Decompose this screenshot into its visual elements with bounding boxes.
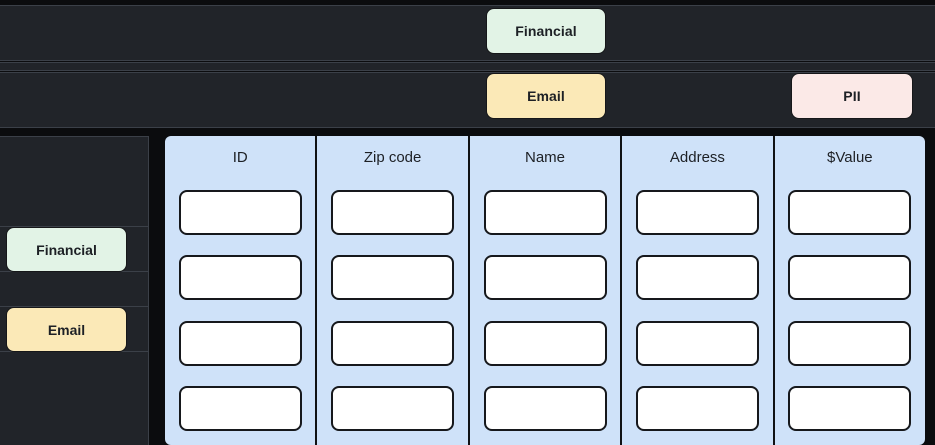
tag-chip-label: Email xyxy=(527,88,565,104)
table-cell[interactable] xyxy=(331,320,455,366)
column-cells xyxy=(622,180,772,445)
column-cells xyxy=(470,180,620,445)
table-cell[interactable] xyxy=(178,255,302,301)
table-cell[interactable] xyxy=(788,255,912,301)
table-cell[interactable] xyxy=(788,190,912,236)
table-cell[interactable] xyxy=(635,320,759,366)
column-header: Name xyxy=(525,149,566,166)
sidebar: Financial Email xyxy=(0,136,149,445)
table-column-name: Name xyxy=(469,136,623,445)
table-cell[interactable] xyxy=(331,385,455,431)
tag-chip-label: Financial xyxy=(515,23,577,39)
top-bar-separator xyxy=(0,62,935,71)
column-cells xyxy=(165,180,315,445)
table-cell[interactable] xyxy=(635,385,759,431)
table-cell[interactable] xyxy=(635,190,759,236)
table-column-zip-code: Zip code xyxy=(317,136,470,445)
table-column-id: ID xyxy=(165,136,318,445)
top-bar-row-2 xyxy=(0,72,935,128)
table-cell[interactable] xyxy=(788,320,912,366)
tag-chip-pii-top[interactable]: PII xyxy=(791,73,913,119)
sidebar-item-financial[interactable]: Financial xyxy=(6,227,127,272)
column-header: ID xyxy=(232,149,248,166)
tag-chip-label: PII xyxy=(843,88,861,104)
table-cell[interactable] xyxy=(178,385,302,431)
data-table: ID Zip code Name xyxy=(165,136,925,445)
column-header: Zip code xyxy=(363,149,422,166)
table-column-value: $Value xyxy=(774,136,925,445)
sidebar-item-email[interactable]: Email xyxy=(6,307,127,352)
table-column-address: Address xyxy=(622,136,775,445)
sidebar-item-label: Email xyxy=(47,321,86,338)
top-bar-row-1 xyxy=(0,5,935,61)
table-cell[interactable] xyxy=(483,320,607,366)
table-cell[interactable] xyxy=(178,320,302,366)
tag-chip-financial-top[interactable]: Financial xyxy=(486,8,606,54)
column-cells xyxy=(317,180,467,445)
column-header: Address xyxy=(669,149,725,166)
sidebar-item-label: Financial xyxy=(36,241,97,258)
table-cell[interactable] xyxy=(483,190,607,236)
table-cell[interactable] xyxy=(331,190,455,236)
table-cell[interactable] xyxy=(635,255,759,301)
table-cell[interactable] xyxy=(788,385,912,431)
column-cells xyxy=(775,180,925,445)
table-cell[interactable] xyxy=(483,385,607,431)
tag-chip-email-top[interactable]: Email xyxy=(486,73,606,119)
table-cell[interactable] xyxy=(331,255,455,301)
table-cell[interactable] xyxy=(178,190,302,236)
table-cell[interactable] xyxy=(483,255,607,301)
column-header: $Value xyxy=(827,149,873,166)
